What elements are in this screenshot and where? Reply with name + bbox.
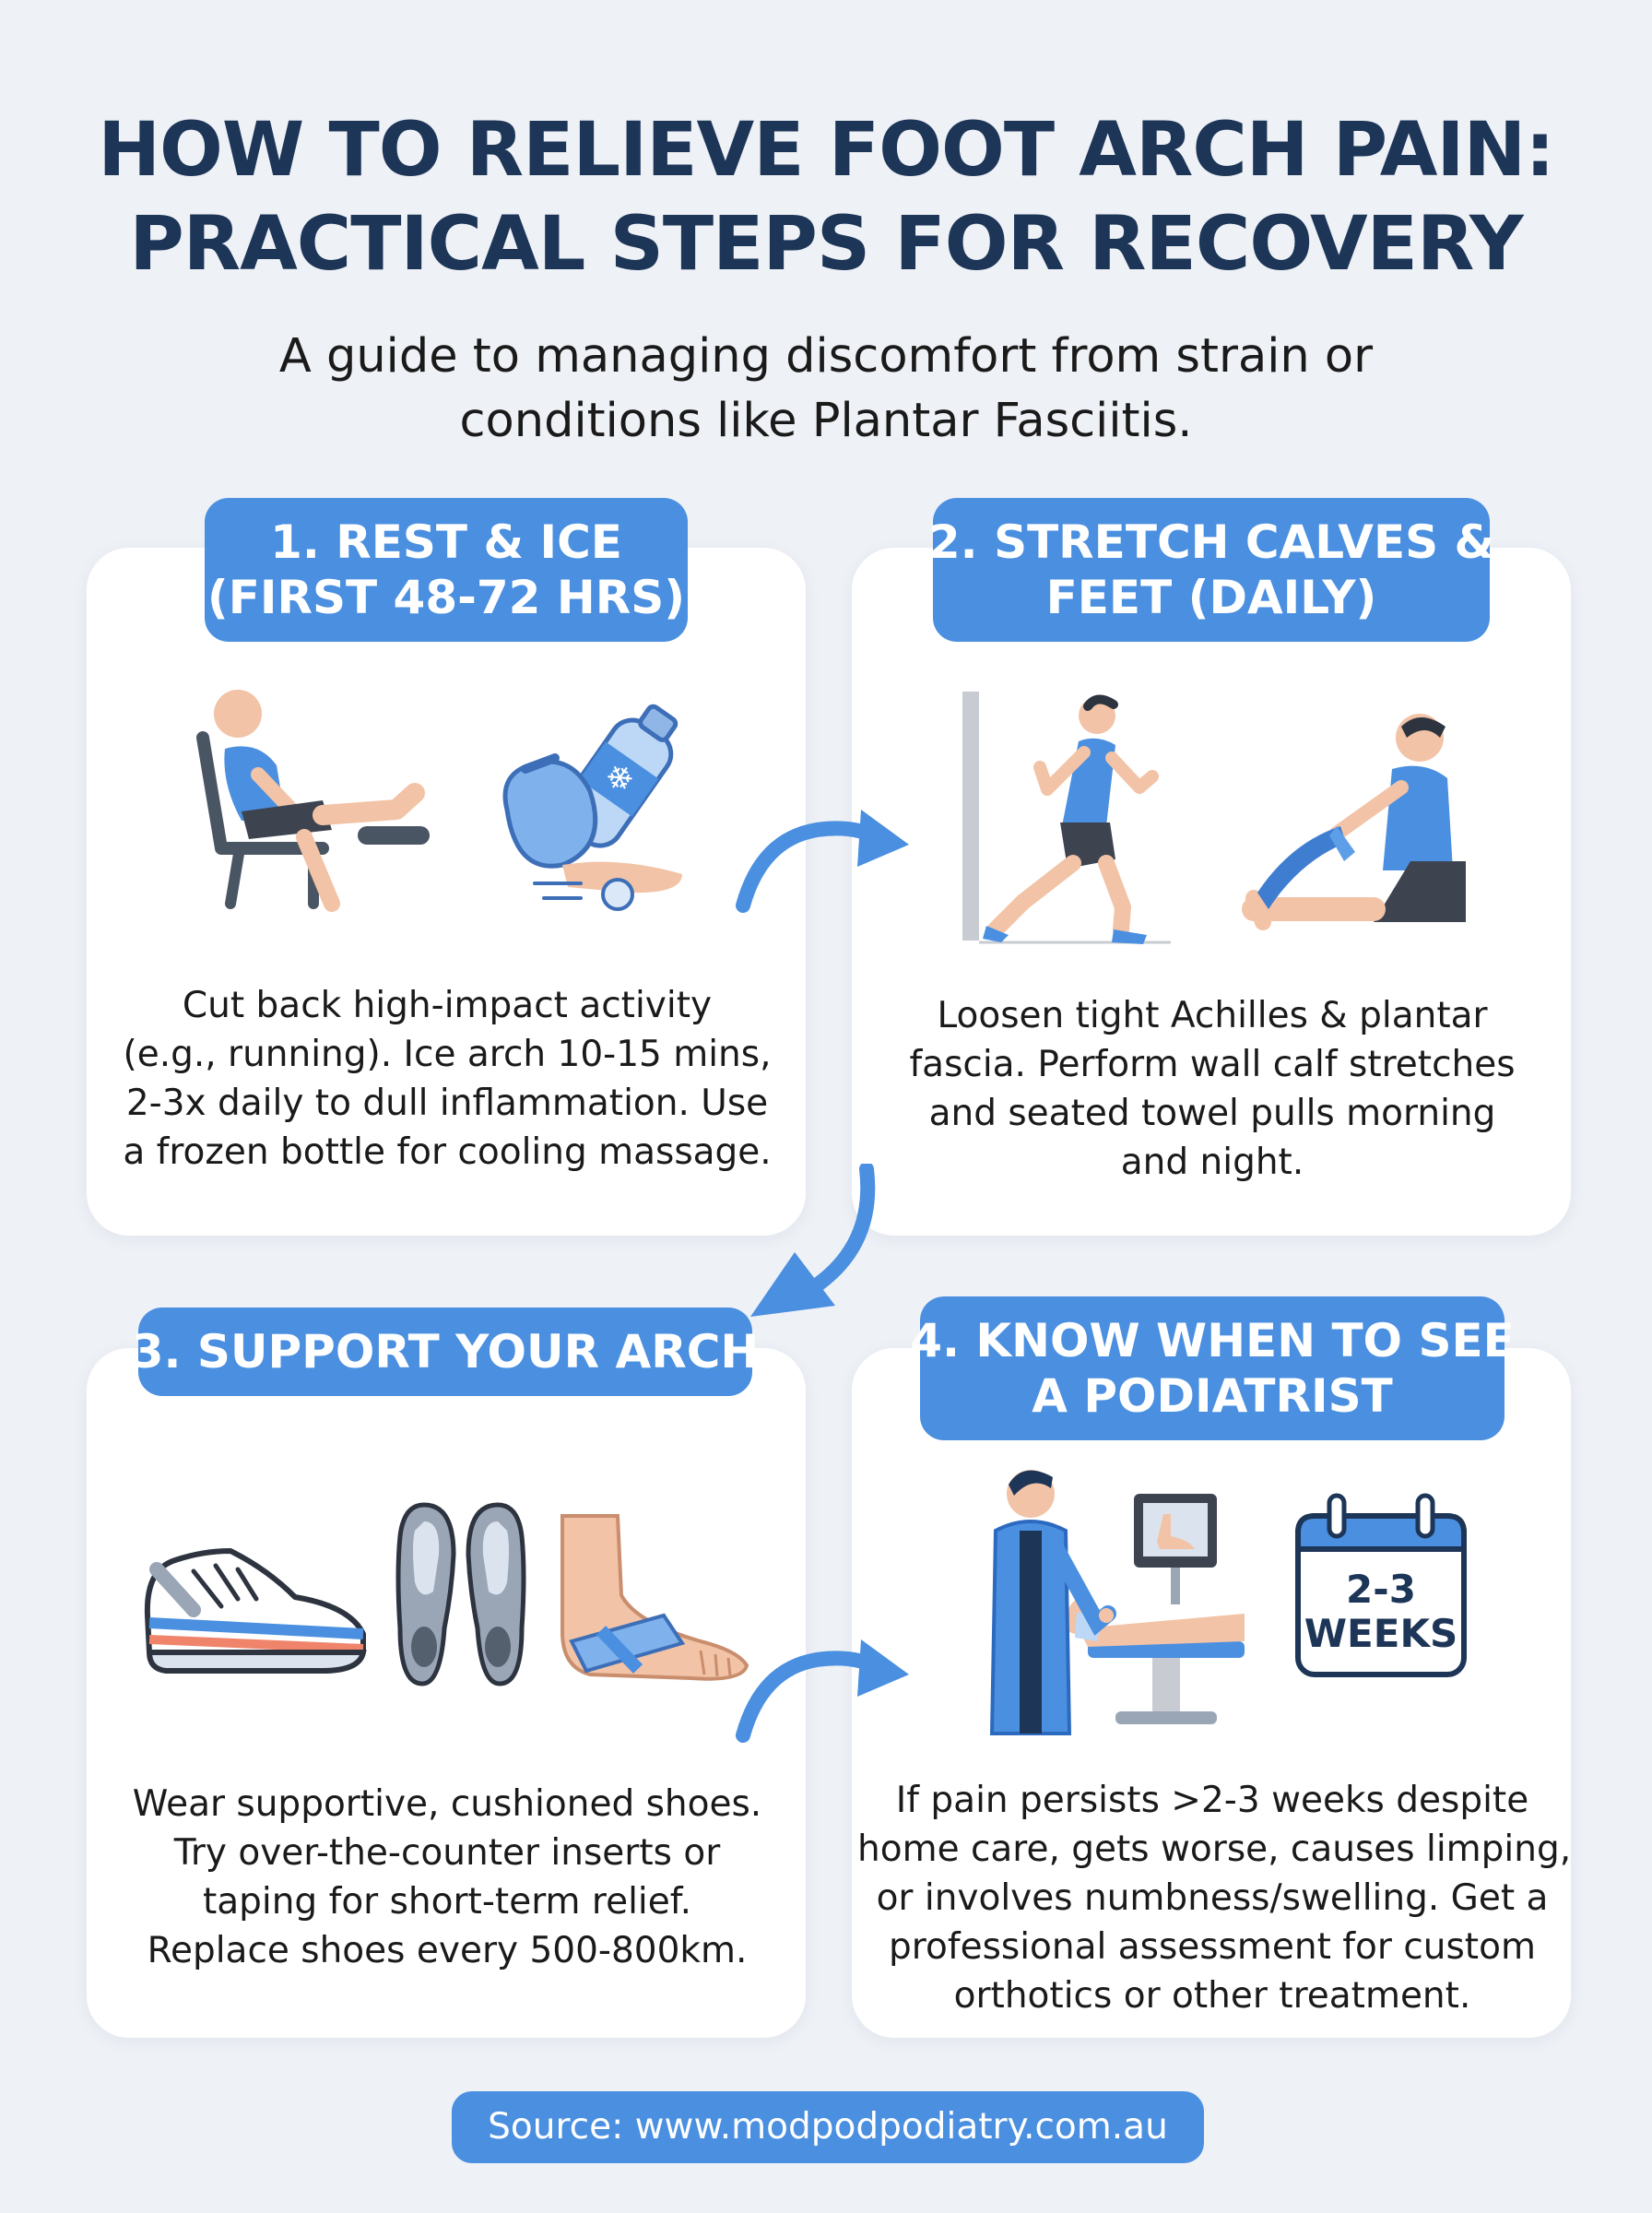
calendar-icon: 2-3 WEEKS	[1295, 1493, 1467, 1677]
taped-foot-icon	[560, 1514, 749, 1681]
title-line-1: HOW TO RELIEVE FOOT ARCH PAIN:	[98, 107, 1554, 194]
step-card-1	[87, 548, 806, 1236]
step-3-body-line: taping for short-term relief.	[202, 1881, 692, 1923]
ice-pack-bottle-icon: ❄	[502, 704, 682, 911]
step-2-body: Loosen tight Achilles & plantar fascia. …	[867, 991, 1558, 1187]
step-4-title: 4. KNOW WHEN TO SEE A PODIATRIST	[910, 1296, 1515, 1440]
step-1-body-line: 2-3x daily to dull inflammation. Use	[125, 1083, 769, 1124]
step-1-body-line: Cut back high-impact activity	[182, 985, 713, 1026]
step-1-title-line-2: (FIRST 48-72 HRS)	[206, 571, 686, 624]
step-1-body-line: (e.g., running). Ice arch 10-15 mins,	[123, 1034, 772, 1075]
step-1-body: Cut back high-impact activity (e.g., run…	[101, 981, 793, 1177]
title-line-2: PRACTICAL STEPS FOR RECOVERY	[129, 201, 1523, 288]
step-1-body-line: a frozen bottle for cooling massage.	[123, 1131, 772, 1173]
wall-calf-stretch-icon	[962, 692, 1171, 944]
calendar-line-2: WEEKS	[1304, 1611, 1458, 1656]
step-4-body: If pain persists >2-3 weeks despite home…	[857, 1776, 1572, 2020]
step-4-body-line: home care, gets worse, causes limping,	[857, 1828, 1572, 1870]
step-2-title: 2. STRETCH CALVES & FEET (DAILY)	[928, 498, 1494, 642]
arrow-step-3-to-4	[736, 1639, 909, 1743]
resting-person-icon	[196, 690, 430, 912]
step-2-body-line: fascia. Perform wall calf stretches	[909, 1044, 1516, 1085]
step-2-body-line: and night.	[1120, 1142, 1304, 1183]
running-shoe-icon	[144, 1548, 367, 1674]
step-4-title-line-2: A PODIATRIST	[1032, 1369, 1393, 1423]
podiatrist-exam-icon	[989, 1470, 1245, 1735]
page-subtitle: A guide to managing discomfort from stra…	[0, 325, 1652, 454]
step-2-body-line: Loosen tight Achilles & plantar	[937, 995, 1488, 1036]
source-link[interactable]: Source: www.modpodpodiatry.com.au	[452, 2091, 1204, 2163]
arrow-step-2-to-3	[750, 1164, 876, 1317]
step-1-title: 1. REST & ICE (FIRST 48-72 HRS)	[205, 498, 688, 642]
step-3-body: Wear supportive, cushioned shoes. Try ov…	[101, 1780, 793, 1975]
step-card-4	[852, 1348, 1571, 2038]
step-4-body-line: If pain persists >2-3 weeks despite	[895, 1780, 1529, 1821]
towel-stretch-icon	[1242, 714, 1466, 930]
arrow-step-1-to-2	[736, 810, 909, 913]
step-card-3	[87, 1348, 806, 2038]
step-2-title-line-2: FEET (DAILY)	[1045, 571, 1377, 624]
step-3-body-line: Try over-the-counter inserts or	[173, 1832, 721, 1874]
insoles-icon	[395, 1502, 526, 1686]
step-4-title-line-1: 4. KNOW WHEN TO SEE	[910, 1314, 1515, 1367]
step-3-body-line: Replace shoes every 500-800km.	[147, 1930, 748, 1971]
page-title: HOW TO RELIEVE FOOT ARCH PAIN: PRACTICAL…	[0, 103, 1652, 291]
step-2-title-line-1: 2. STRETCH CALVES &	[927, 515, 1495, 569]
step-3-title: 3. SUPPORT YOUR ARCH	[132, 1308, 759, 1396]
step-1-title-line-1: 1. REST & ICE	[270, 515, 622, 569]
step-3-title-line-1: 3. SUPPORT YOUR ARCH	[131, 1325, 760, 1379]
subtitle-line-1: A guide to managing discomfort from stra…	[278, 329, 1374, 384]
subtitle-line-2: conditions like Plantar Fasciitis.	[459, 394, 1193, 448]
step-4-body-line: professional assessment for custom	[889, 1926, 1536, 1968]
step-4-body-line: orthotics or other treatment.	[953, 1975, 1471, 2017]
calendar-line-1: 2-3	[1346, 1567, 1416, 1612]
step-4-body-line: or involves numbness/swelling. Get a	[876, 1877, 1549, 1919]
step-2-body-line: and seated towel pulls morning	[928, 1093, 1496, 1134]
step-3-body-line: Wear supportive, cushioned shoes.	[132, 1783, 762, 1825]
